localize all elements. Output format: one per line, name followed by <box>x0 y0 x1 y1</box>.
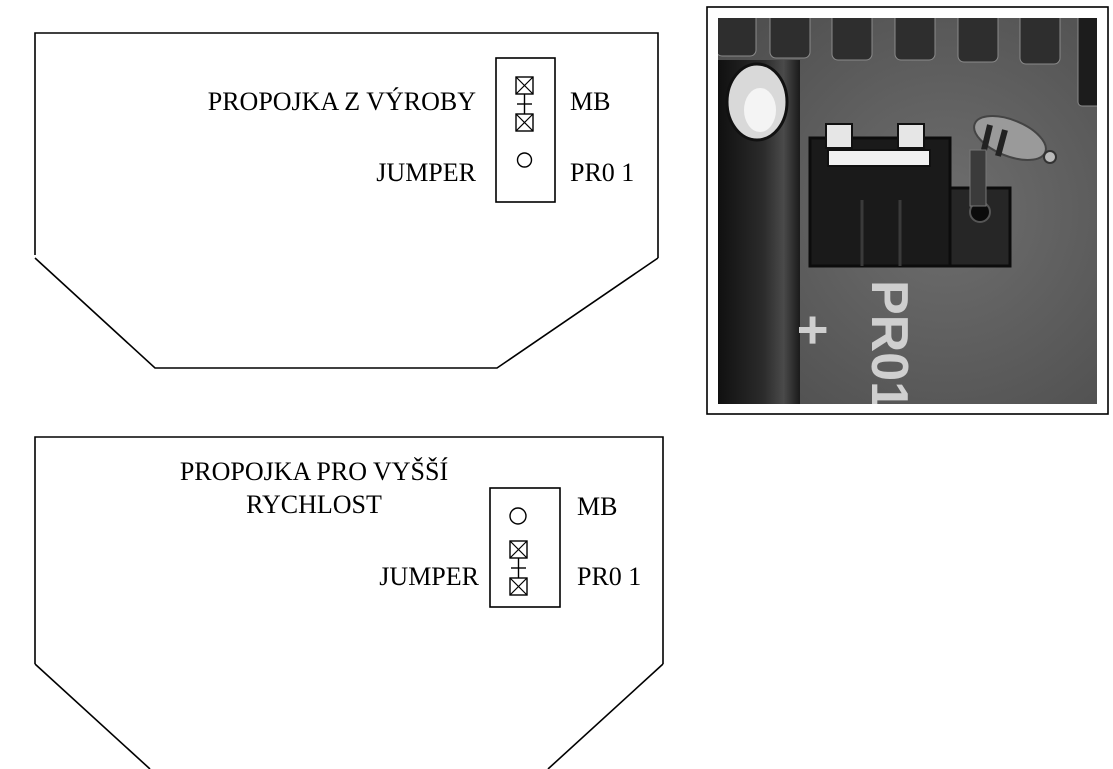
panel-fast-pin-bottom-label: PR0 1 <box>577 562 641 591</box>
panel-fast-pin-2 <box>509 540 528 559</box>
photo-silkscreen-part: PR01 <box>860 280 918 410</box>
photo-resistor <box>973 115 1057 164</box>
panel-fast: PROPOJKA PRO VYŠŠÍ RYCHLOST JUMPER MB PR… <box>34 436 664 769</box>
photo-pin-row <box>718 18 1097 107</box>
photo-silkscreen-plus: + <box>783 314 843 346</box>
panel-default: PROPOJKA Z VÝROBY JUMPER MB PR0 1 <box>34 32 659 369</box>
panel-default-pin-1 <box>515 76 534 95</box>
panel-default-jumper-label: JUMPER <box>376 158 476 187</box>
photo-silkscreen: + PR01 <box>783 280 918 410</box>
panel-default-pin-top-label: MB <box>570 87 610 116</box>
panel-fast-header-box <box>489 487 561 608</box>
panel-fast-pin-3 <box>509 577 528 596</box>
panel-fast-outline <box>34 436 664 664</box>
panel-fast-bevel-right <box>547 663 664 769</box>
panel-fast-title-line1: PROPOJKA PRO VYŠŠÍ <box>180 457 448 486</box>
panel-default-pin-3 <box>516 152 533 168</box>
panel-fast-jumper-label: JUMPER <box>379 562 479 591</box>
jumper-photo: + PR01 <box>706 6 1109 415</box>
panel-default-outline <box>34 32 659 258</box>
panel-default-title: PROPOJKA Z VÝROBY <box>208 87 476 116</box>
photo-capacitor <box>718 60 800 404</box>
panel-default-bevel <box>34 257 659 369</box>
panel-default-pin-2 <box>515 113 534 132</box>
panel-default-pin-bottom-label: PR0 1 <box>570 158 634 187</box>
panel-fast-title-line2: RYCHLOST <box>246 490 382 519</box>
photo-jumper-block <box>808 123 1012 268</box>
panel-fast-pin-1 <box>509 507 527 525</box>
panel-fast-pin-top-label: MB <box>577 492 617 521</box>
panel-default-header-box <box>495 57 556 203</box>
panel-fast-bevel-left <box>34 663 151 769</box>
